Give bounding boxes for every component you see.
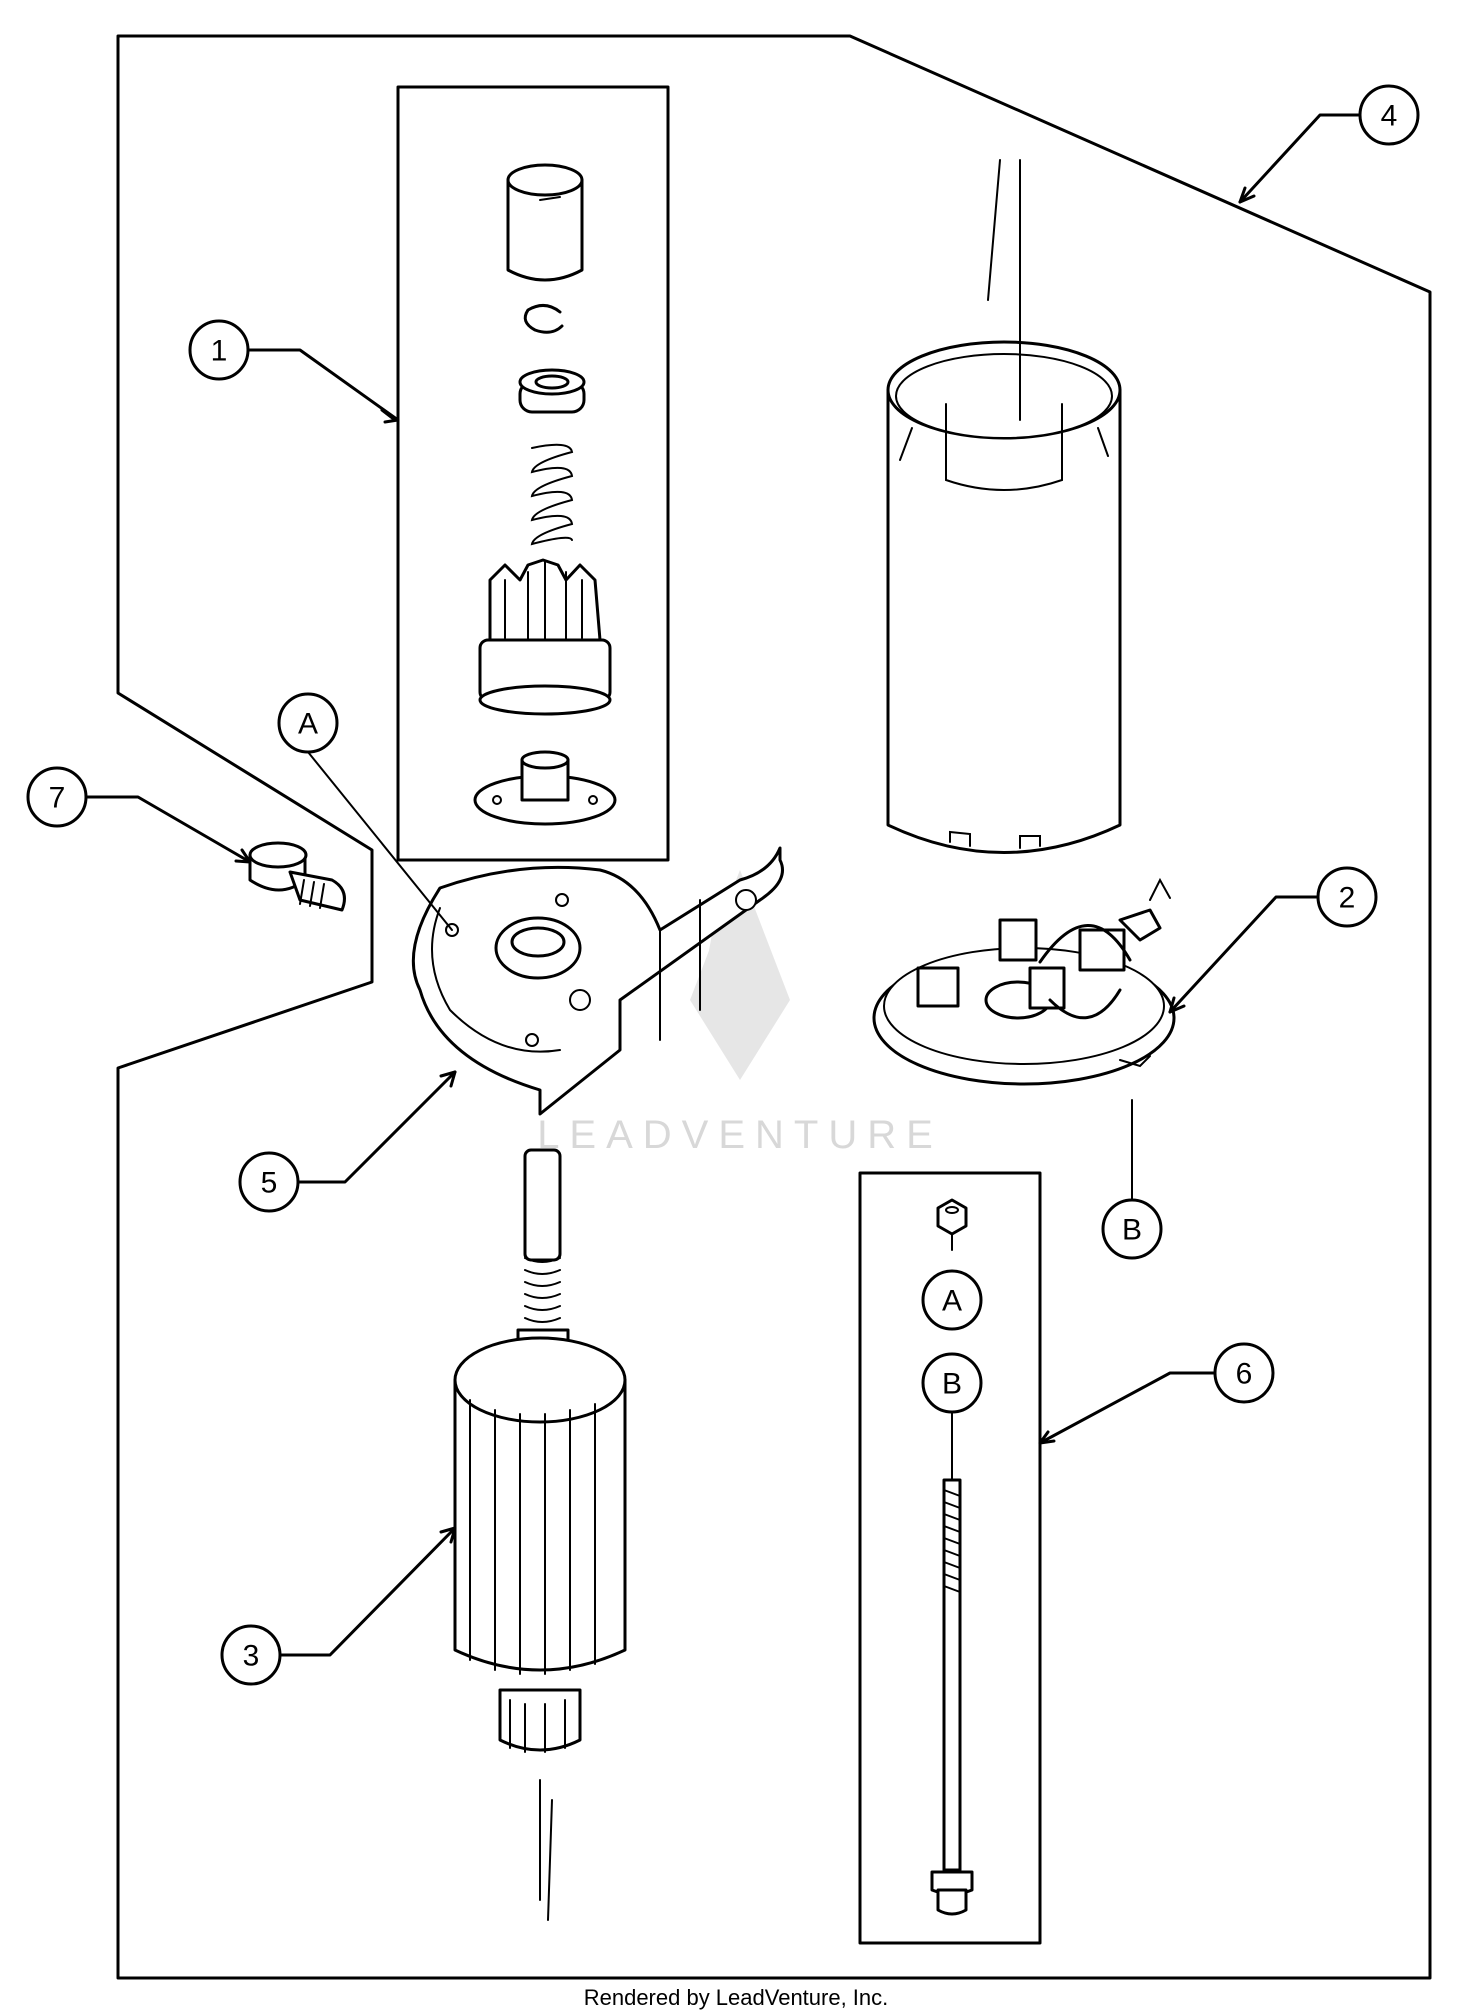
watermark-text: LEADVENTURE [537,1113,943,1157]
callout-2: 2 [1316,866,1378,928]
callout-1: 1 [188,319,250,381]
callout-5: 5 [238,1151,300,1213]
outer-assembly-outline [116,34,1432,1980]
callout-3-label: 3 [243,1640,260,1673]
callout-b-brush: B [1101,1198,1163,1260]
leader-lines [84,113,1362,1657]
callout-a-kit: A [921,1269,983,1331]
callout-7-label: 7 [49,782,66,815]
pinion-kit-box [396,85,670,862]
armature [453,1148,627,1921]
callout-2-label: 2 [1339,882,1356,915]
callout-1-label: 1 [211,335,228,368]
fastener-kit-box [858,1171,1042,1945]
pinion-kit-parts [473,163,617,826]
callout-7: 7 [26,766,88,828]
end-bracket [411,846,784,1116]
render-credit: Rendered by LeadVenture, Inc. [583,1985,889,2010]
callout-4-label: 4 [1381,100,1398,133]
fastener-kit-parts [930,1198,974,1916]
callout-b-kit: B [921,1352,983,1414]
brush-plate [872,877,1176,1086]
callout-6-label: 6 [1236,1358,1253,1391]
motor-housing [886,159,1122,854]
callout-a-bracket: A [277,692,339,754]
callout-6: 6 [1213,1342,1275,1404]
callout-3: 3 [220,1624,282,1686]
callout-4: 4 [1358,84,1420,146]
mounting-bolt [248,841,346,912]
callout-a-kit-label: A [942,1285,962,1318]
callout-b-kit-label: B [942,1368,962,1401]
callout-b-brush-label: B [1122,1214,1142,1247]
callout-5-label: 5 [261,1167,278,1200]
callout-a-bracket-label: A [298,708,318,741]
